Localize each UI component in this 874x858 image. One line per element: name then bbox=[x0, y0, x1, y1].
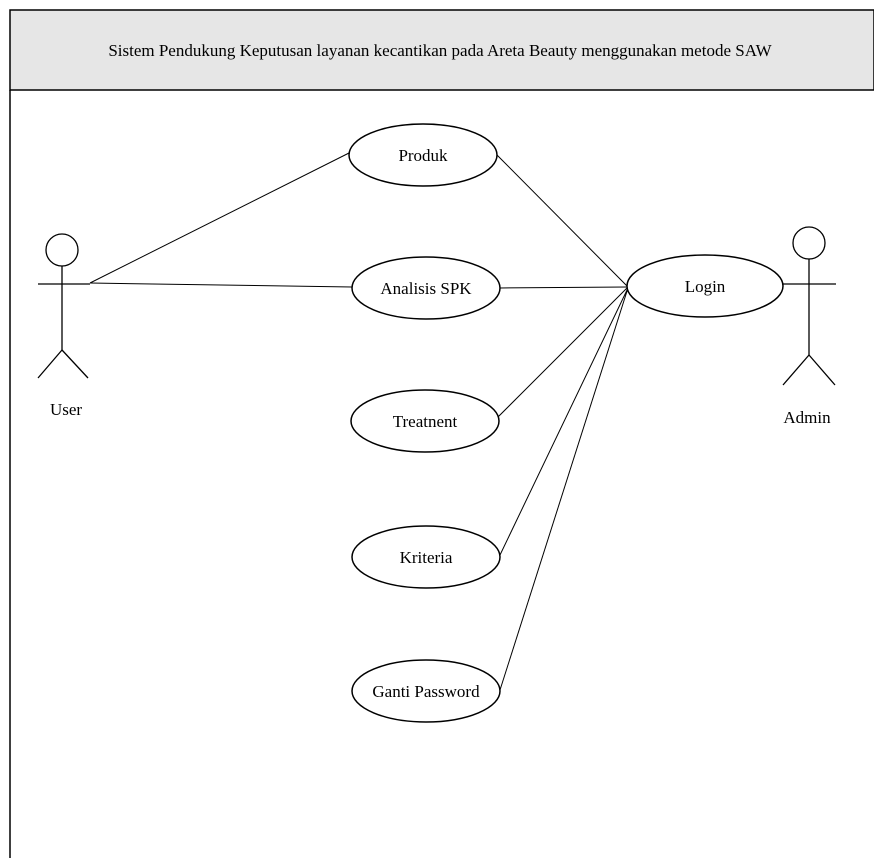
use-case-treatnent-shape bbox=[350, 389, 500, 453]
assoc-kriteria-login bbox=[499, 287, 629, 556]
actor-admin-label: Admin bbox=[783, 408, 831, 427]
actor-user-leg-right bbox=[61, 349, 89, 379]
actor-admin bbox=[782, 226, 836, 386]
use-case-treatnent-label: Treatnent bbox=[393, 412, 458, 431]
use-case-produk: Produk bbox=[348, 123, 498, 187]
use-case-ganti-password: Ganti Password bbox=[351, 659, 501, 723]
use-case-login: Login bbox=[626, 254, 784, 318]
assoc-produk-login bbox=[496, 154, 628, 287]
assoc-user-produk bbox=[89, 152, 350, 284]
actor-user-label: User bbox=[50, 400, 82, 419]
use-case-kriteria-label: Kriteria bbox=[400, 548, 453, 567]
use-case-analisis-spk-shape bbox=[351, 256, 501, 320]
use-case-ganti-password-label: Ganti Password bbox=[372, 682, 480, 701]
use-case-login-shape bbox=[626, 254, 784, 318]
use-case-analisis-spk-label: Analisis SPK bbox=[380, 279, 472, 298]
use-case-login-label: Login bbox=[685, 277, 726, 296]
actor-user-head bbox=[45, 233, 79, 267]
actor-admin-head bbox=[792, 226, 826, 260]
actor-user-leg-left bbox=[37, 349, 63, 379]
actor-user bbox=[37, 233, 90, 379]
assoc-ganti-password-login bbox=[499, 287, 629, 691]
use-case-kriteria: Kriteria bbox=[351, 525, 501, 589]
use-case-treatnent: Treatnent bbox=[350, 389, 500, 453]
actor-admin-leg-left bbox=[782, 354, 810, 386]
assoc-treatnent-login bbox=[496, 287, 628, 419]
actor-admin-leg-right bbox=[808, 354, 836, 386]
use-case-ganti-password-shape bbox=[351, 659, 501, 723]
assoc-user-analisis-spk bbox=[89, 282, 353, 288]
use-case-produk-shape bbox=[348, 123, 498, 187]
assoc-analisis-spk-login bbox=[499, 286, 628, 289]
use-case-kriteria-shape bbox=[351, 525, 501, 589]
system-boundary: Sistem Pendukung Keputusan layanan kecan… bbox=[9, 9, 874, 858]
use-case-produk-label: Produk bbox=[398, 146, 448, 165]
use-case-analisis-spk: Analisis SPK bbox=[351, 256, 501, 320]
system-title-bar bbox=[9, 9, 874, 91]
system-title: Sistem Pendukung Keputusan layanan kecan… bbox=[108, 41, 772, 60]
